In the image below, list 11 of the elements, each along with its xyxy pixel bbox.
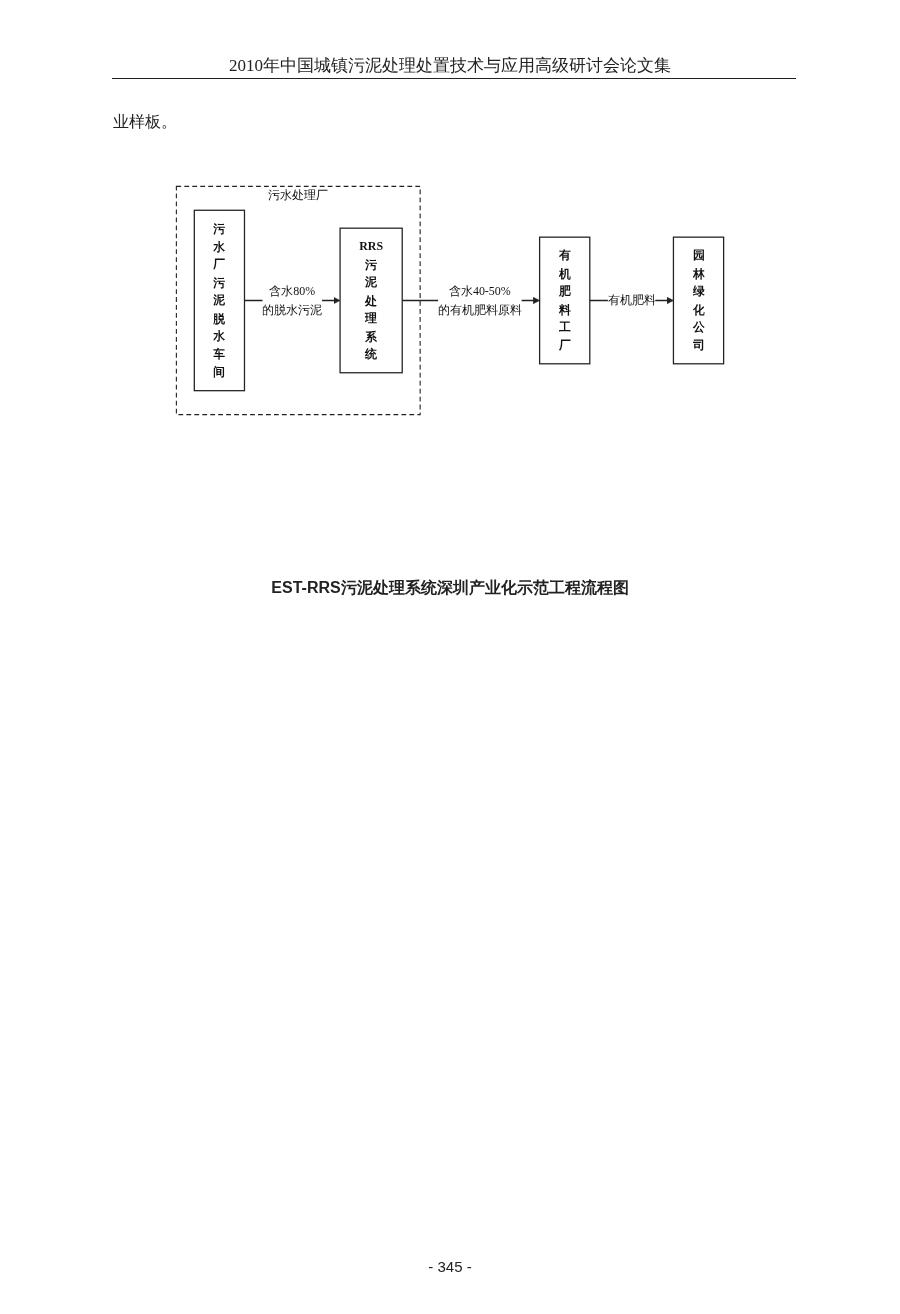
node-box: 园林绿化公司 — [672, 236, 725, 365]
edge-label: 有机肥料 — [607, 293, 656, 307]
page-number: - 345 - — [428, 1258, 472, 1275]
node-box: RRS污泥处理系统 — [339, 227, 403, 374]
running-header: 2010年中国城镇污泥处理处置技术与应用高级研讨会论文集 — [229, 55, 671, 77]
edge-label: 含水80% 的脱水污泥 — [262, 284, 323, 316]
body-text: 业样板。 — [113, 112, 177, 132]
node-box: 污水厂污泥脱水车间 — [193, 209, 246, 392]
node-box: 有机肥料工厂 — [539, 236, 591, 365]
figure-caption: EST-RRS污泥处理系统深圳产业化示范工程流程图 — [271, 578, 629, 598]
edge-label: 含水40-50% 的有机肥料原料 — [438, 284, 522, 316]
